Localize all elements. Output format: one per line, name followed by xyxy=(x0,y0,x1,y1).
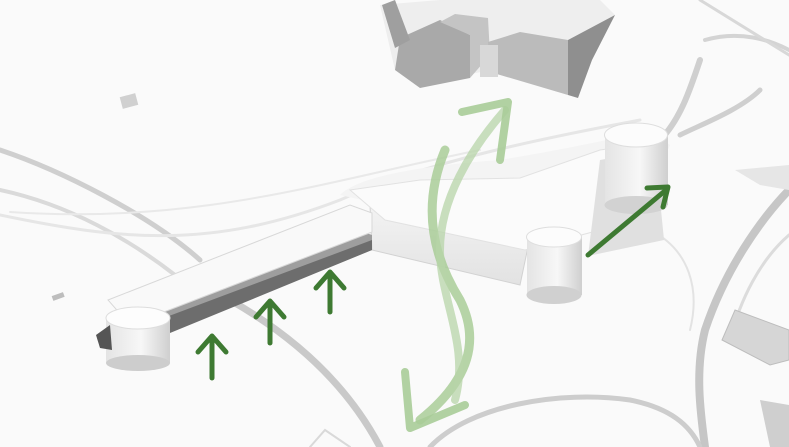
corner-tower-right xyxy=(527,227,583,304)
corner-tower-left xyxy=(96,307,170,371)
corner-tower-rear xyxy=(605,123,669,214)
